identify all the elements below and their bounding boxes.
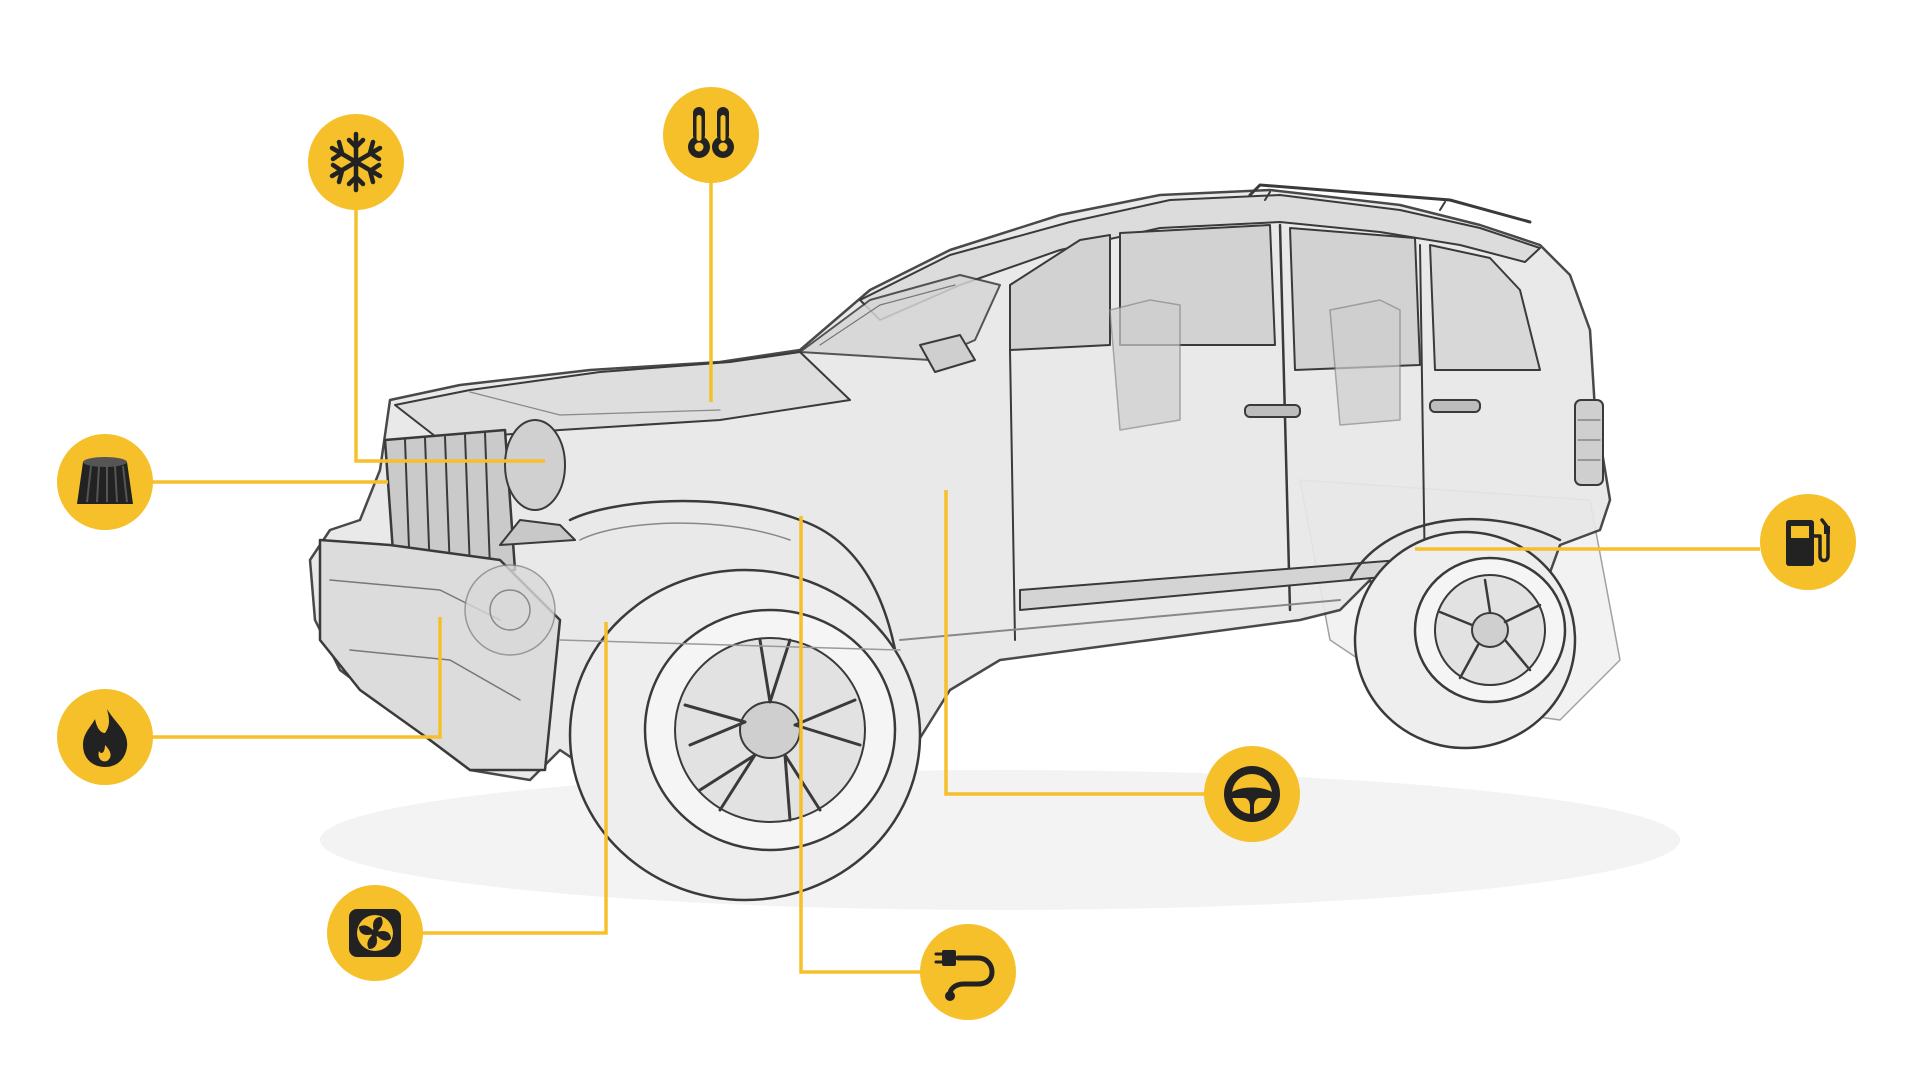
cable-icon xyxy=(934,950,995,1001)
flame-icon xyxy=(83,709,128,767)
fuel-system-hotspot[interactable] xyxy=(1760,494,1856,590)
suv-xray-illustration xyxy=(308,183,1680,910)
radiator-fan-hotspot[interactable] xyxy=(327,885,423,981)
temperature-hotspot[interactable] xyxy=(663,87,759,183)
air-filter-icon xyxy=(77,457,133,504)
fuel-pump-icon xyxy=(1786,518,1830,566)
hotspot-badge xyxy=(920,924,1016,1020)
snowflake-icon xyxy=(329,131,383,193)
steering-hotspot[interactable] xyxy=(1204,746,1300,842)
grille xyxy=(383,428,517,582)
cooling-fan-icon xyxy=(349,909,401,957)
leader-wiring xyxy=(799,516,923,974)
front-wheel xyxy=(568,568,922,902)
leader-steering xyxy=(944,490,1208,796)
thermometers-icon xyxy=(688,107,734,158)
leader-air-conditioning xyxy=(354,206,545,463)
rear-wheel xyxy=(1353,530,1577,750)
heating-hotspot[interactable] xyxy=(57,689,153,785)
steering-wheel-icon xyxy=(1224,766,1280,822)
callout-lines xyxy=(152,180,1760,974)
air-filter-hotspot[interactable] xyxy=(57,434,153,530)
wiring-hotspot[interactable] xyxy=(920,924,1016,1020)
leader-radiator-fan xyxy=(420,622,608,935)
air-conditioning-hotspot[interactable] xyxy=(308,114,404,210)
leader-heating xyxy=(152,617,442,739)
hotspot-badge xyxy=(663,87,759,183)
